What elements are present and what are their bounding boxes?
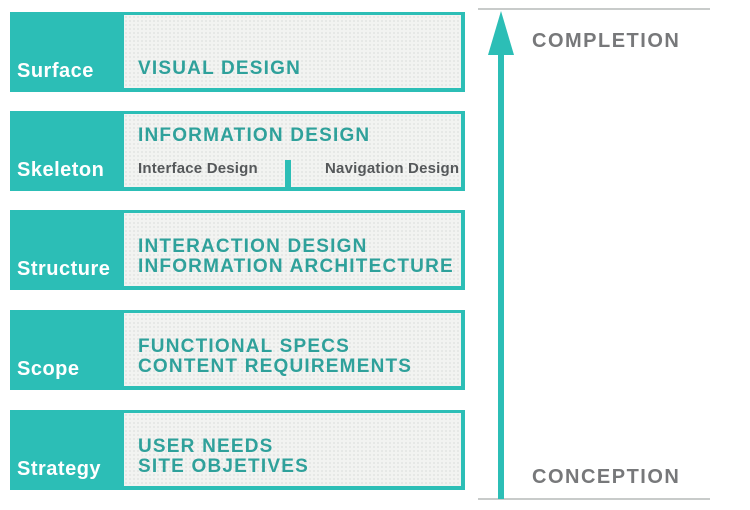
plane-strategy-item-1: USER NEEDS: [138, 436, 274, 457]
plane-scope: Scope FUNCTIONAL SPECS CONTENT REQUIREME…: [10, 310, 465, 390]
plane-strategy-label: Strategy: [17, 458, 102, 480]
plane-scope-item-1: FUNCTIONAL SPECS: [138, 336, 351, 357]
up-arrow-icon: [488, 11, 514, 55]
plane-surface-label: Surface: [17, 60, 94, 82]
divider-bar: [285, 160, 291, 187]
axis-bottom-line: [478, 498, 710, 500]
plane-strategy: Strategy USER NEEDS SITE OBJETIVES: [10, 410, 465, 490]
plane-surface-panel: VISUAL DESIGN: [124, 15, 461, 88]
plane-structure-item-1: INTERACTION DESIGN: [138, 236, 368, 257]
plane-scope-panel: FUNCTIONAL SPECS CONTENT REQUIREMENTS: [124, 313, 461, 386]
plane-strategy-item-2: SITE OBJETIVES: [138, 456, 309, 477]
plane-surface: Surface VISUAL DESIGN: [10, 12, 465, 92]
plane-strategy-items: USER NEEDS SITE OBJETIVES: [138, 437, 309, 477]
axis-conception-label: CONCEPTION: [532, 466, 681, 488]
axis-completion-label: COMPLETION: [532, 30, 681, 52]
plane-skeleton-panel: INFORMATION DESIGN Interface Design Navi…: [124, 114, 461, 187]
plane-surface-item-1: VISUAL DESIGN: [138, 58, 302, 79]
plane-skeleton: Skeleton INFORMATION DESIGN Interface De…: [10, 111, 465, 191]
plane-scope-item-2: CONTENT REQUIREMENTS: [138, 356, 413, 377]
plane-structure-items: INTERACTION DESIGN INFORMATION ARCHITECT…: [138, 237, 454, 277]
plane-skeleton-label: Skeleton: [17, 159, 105, 181]
plane-structure-item-2: INFORMATION ARCHITECTURE: [138, 256, 454, 277]
plane-scope-items: FUNCTIONAL SPECS CONTENT REQUIREMENTS: [138, 337, 412, 377]
plane-skeleton-sub-right: Navigation Design: [325, 160, 460, 177]
plane-structure-label: Structure: [17, 258, 111, 280]
up-arrow-shaft: [498, 54, 504, 499]
plane-skeleton-heading: INFORMATION DESIGN: [138, 125, 371, 146]
plane-skeleton-sub-left: Interface Design: [138, 160, 258, 177]
plane-scope-label: Scope: [17, 358, 80, 380]
plane-structure-panel: INTERACTION DESIGN INFORMATION ARCHITECT…: [124, 213, 461, 286]
plane-strategy-panel: USER NEEDS SITE OBJETIVES: [124, 413, 461, 486]
plane-surface-items: VISUAL DESIGN: [138, 59, 301, 79]
plane-structure: Structure INTERACTION DESIGN INFORMATION…: [10, 210, 465, 290]
axis-top-line: [478, 8, 710, 10]
